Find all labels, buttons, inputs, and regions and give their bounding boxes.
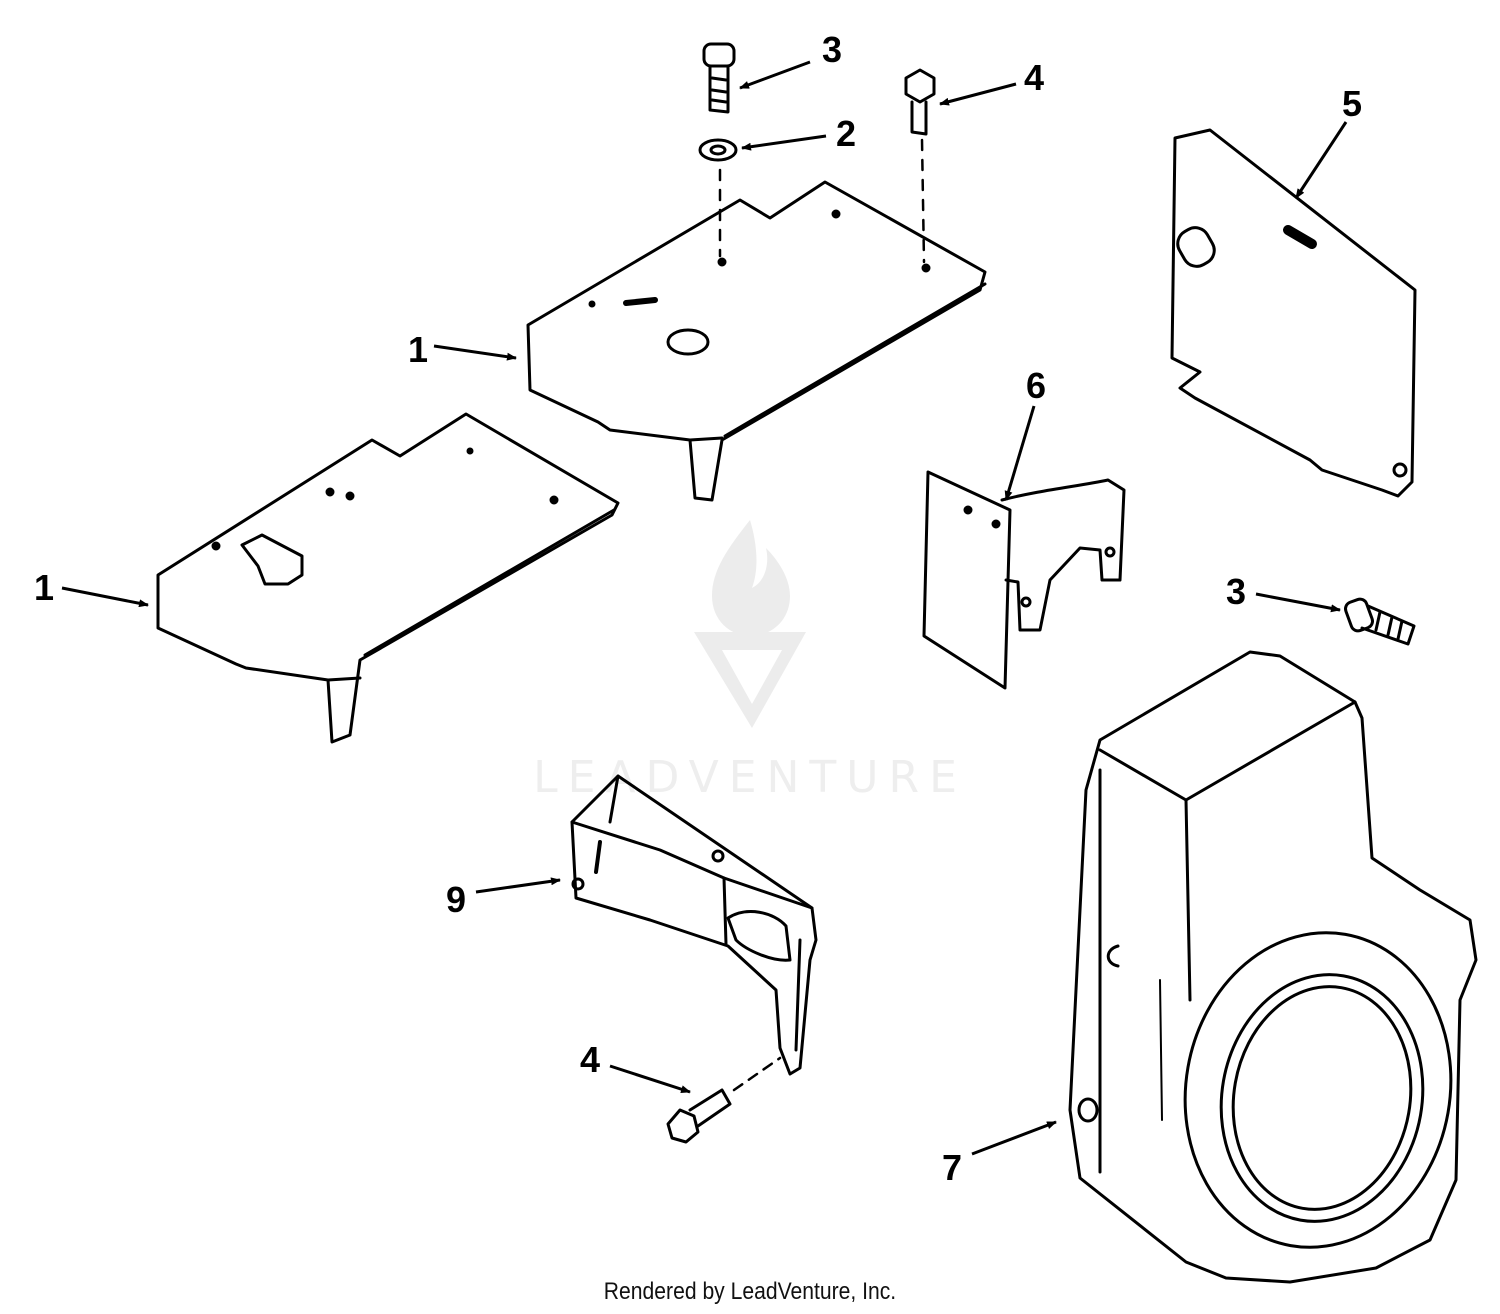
callout-5: 5 (1342, 83, 1362, 124)
watermark-v-icon (694, 632, 806, 728)
part-1-lower-plate (156, 412, 620, 744)
part-4-bolt-bottom (666, 1088, 732, 1144)
callout-7: 7 (942, 1147, 962, 1188)
watermark: LEADVENTURE (533, 520, 967, 803)
part-9-bracket (570, 774, 818, 1076)
callout-4-top: 4 (1024, 57, 1044, 98)
callout-labels: 1 1 3 2 4 5 6 3 9 4 7 (34, 29, 1362, 1188)
callout-9: 9 (446, 879, 466, 920)
footer-credit: Rendered by LeadVenture, Inc. (603, 1278, 897, 1305)
part-5-plate (1170, 128, 1417, 498)
part-3-screw-top (702, 42, 736, 114)
callout-1-upper: 1 (408, 329, 428, 370)
callout-1-lower: 1 (34, 567, 54, 608)
leader-arrows (61, 60, 1348, 1156)
callout-3-right: 3 (1226, 571, 1246, 612)
callout-6: 6 (1026, 365, 1046, 406)
centerline-bolt-lower (732, 1056, 782, 1092)
watermark-flame-icon (712, 520, 790, 636)
watermark-text: LEADVENTURE (533, 752, 967, 803)
part-6-bracket (922, 470, 1126, 690)
callout-3-top: 3 (822, 29, 842, 70)
part-7-blower-housing (1068, 650, 1478, 1284)
part-4-bolt-top (904, 68, 936, 136)
callout-4-bottom: 4 (580, 1039, 600, 1080)
part-3-screw-right (1344, 597, 1416, 646)
centerline-bolt (920, 138, 926, 264)
part-2-washer (698, 138, 738, 162)
callout-2: 2 (836, 113, 856, 154)
part-1-upper-plate (526, 180, 987, 502)
